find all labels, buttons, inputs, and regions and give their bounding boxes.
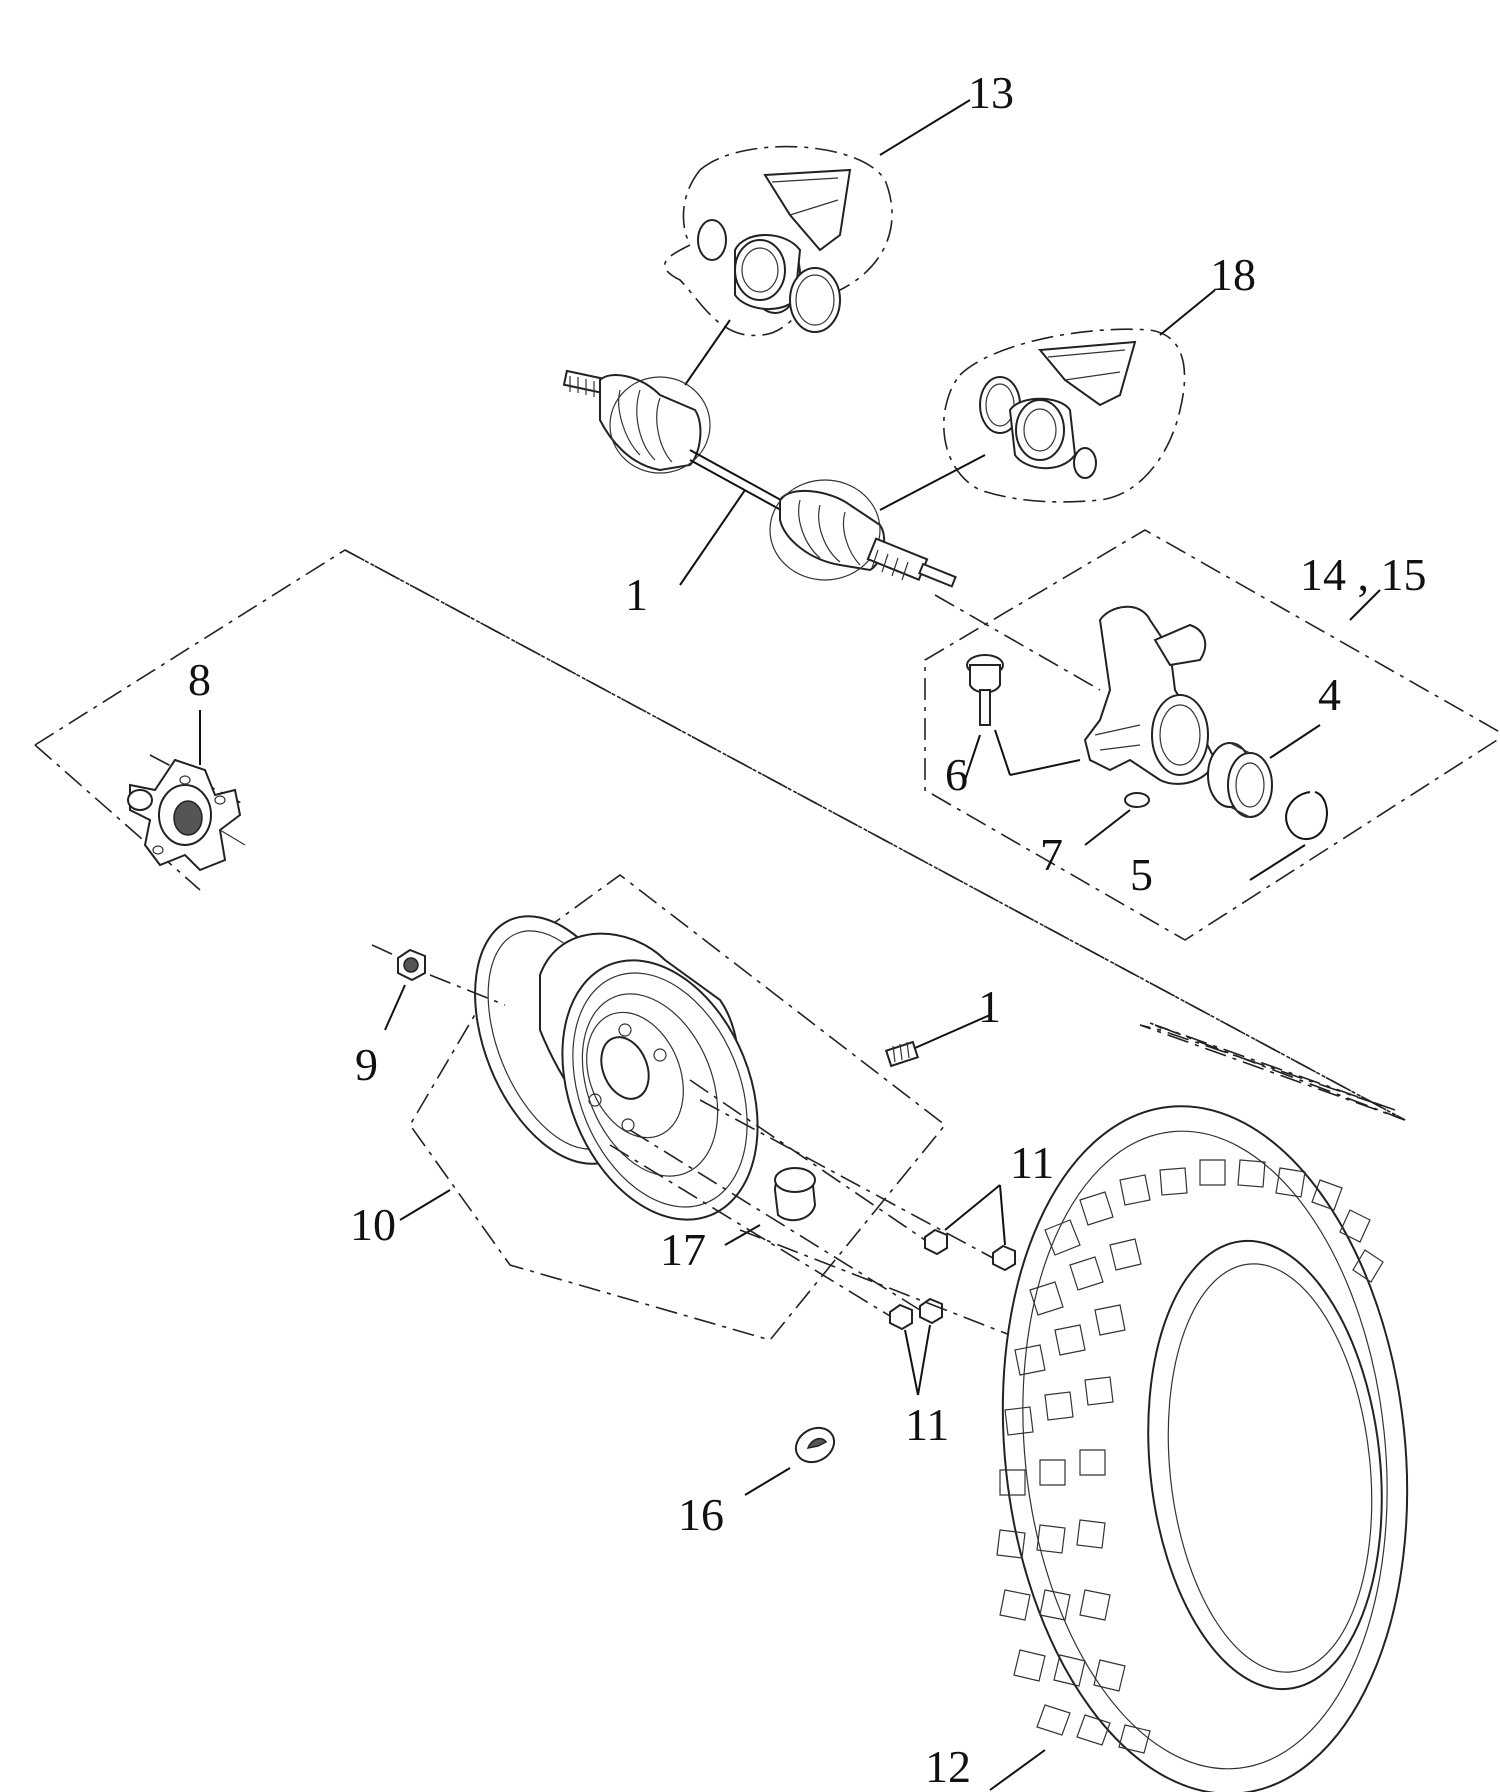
valve-stem-1 — [884, 1014, 991, 1068]
callout-14-15: 14 , 15 — [1300, 549, 1427, 600]
callout-6: 6 — [945, 749, 968, 800]
lug-nuts-11 — [609, 1079, 1016, 1396]
callout-13: 13 — [968, 67, 1014, 118]
callout-labels: 13 18 1 14 , 15 8 4 6 7 5 9 1 11 10 17 1… — [188, 67, 1427, 1792]
hub-envelope — [34, 549, 1406, 1121]
boot-kit-18 — [879, 289, 1216, 511]
tire-tread — [996, 1159, 1384, 1754]
callout-16: 16 — [678, 1489, 724, 1540]
wheel-hub-8 — [127, 710, 246, 872]
callout-17: 17 — [660, 1224, 706, 1275]
callout-5: 5 — [1130, 849, 1153, 900]
callout-1-shaft: 1 — [625, 569, 648, 620]
callout-9: 9 — [355, 1039, 378, 1090]
drive-shaft-1 — [562, 369, 957, 588]
boot-kit-13 — [664, 99, 971, 386]
callout-11-top: 11 — [1010, 1137, 1054, 1188]
wheel-rim-10 — [399, 874, 947, 1341]
callout-18: 18 — [1210, 249, 1256, 300]
callout-10: 10 — [350, 1199, 396, 1250]
callout-7: 7 — [1040, 829, 1063, 880]
callout-11-bottom: 11 — [905, 1399, 949, 1450]
hub-nut-9 — [371, 944, 506, 1031]
callout-8: 8 — [188, 654, 211, 705]
callout-4: 4 — [1318, 669, 1341, 720]
center-cap-17 — [724, 1167, 817, 1246]
callout-1-valve: 1 — [978, 981, 1001, 1032]
tire-12 — [989, 1105, 1409, 1792]
knuckle-assembly — [924, 529, 1500, 941]
emblem-16 — [744, 1426, 836, 1496]
callout-12: 12 — [925, 1741, 971, 1792]
